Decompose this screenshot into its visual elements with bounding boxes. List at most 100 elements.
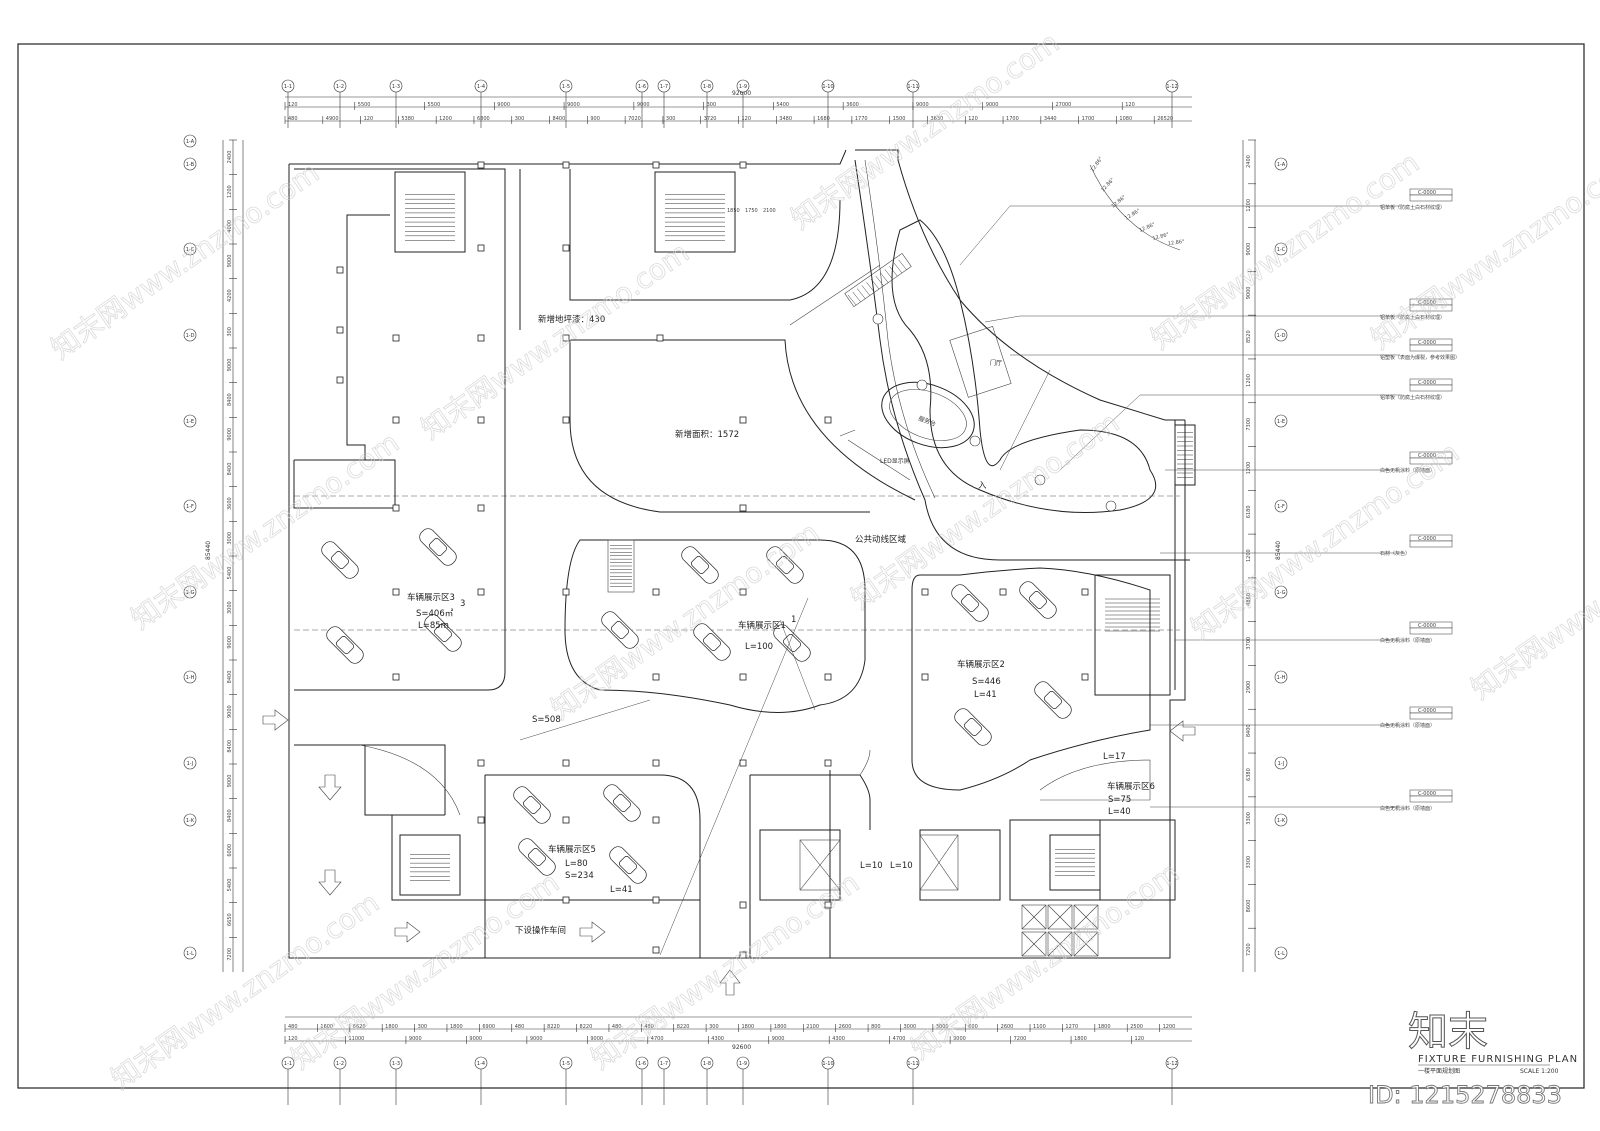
bottom-dim-1-value: 1800 [742,1024,755,1030]
finish-tag-box [1409,627,1453,635]
car-cabin [702,632,722,652]
left-dim-value: 5400 [227,879,233,892]
right-dim-value: 1200 [1246,374,1252,387]
top-dim-2-value: 3720 [704,116,717,122]
column [477,334,485,342]
finish-tag-code: C-0000 [1418,380,1436,386]
label-reception: 服务台 [917,414,937,428]
car [693,623,731,661]
shaft-cross [1047,931,1073,957]
grid-right-bubble [1274,414,1288,428]
bottom-dim-1-value: 6900 [482,1024,495,1030]
grid-right-bubble [1274,328,1288,342]
car [773,624,811,662]
finish-tag-box [1409,384,1453,392]
escalator-step [880,272,889,283]
car [513,786,551,824]
right-dim-value: 8600 [1246,900,1252,913]
grid-bottom-label: 1-3 [392,1061,400,1067]
subtitle-cn: 一楼平面规划图 [1418,1067,1460,1075]
grid-left-bubble [183,946,197,960]
bottom-dim-2-value: 4700 [651,1036,664,1042]
bottom-dim-1-value: 2600 [1001,1024,1014,1030]
grid-top-bubble [635,79,649,93]
zone5-length: L=80 [565,859,588,869]
column [652,673,660,681]
escalator-step [861,285,870,296]
top-dim-2-value: 1700 [1006,116,1019,122]
column [739,759,747,767]
bottom-dim-1-value: 480 [515,1024,525,1030]
car [326,626,364,664]
finish-tag-code: C-0000 [1418,536,1436,542]
right-dim-value: 4860 [1246,593,1252,606]
escalator-step [866,282,875,293]
column [392,334,400,342]
grid-bottom-bubble [736,1056,750,1070]
shaft-cross [1073,931,1099,957]
watermark-text: 知末网www.znzmo.com [285,866,565,1076]
finish-tag-box [1409,457,1453,465]
grid-bottom-bubble [281,1056,295,1070]
escalator-step [857,288,866,299]
column [562,896,570,904]
grid-right-label: 1-J [1278,761,1285,767]
column [336,376,344,384]
top-dim-1-value: 5500 [428,102,441,108]
grid-bottom-bubble [389,1056,403,1070]
arc-dim-label: 12.86° [1100,177,1116,194]
finish-tag-code: C-0000 [1418,708,1436,714]
car-cabin [775,555,795,575]
column [739,588,747,596]
left-dim-value: 9000 [227,775,233,788]
escalator-step [898,259,907,270]
top-dim-1-value: 9000 [986,102,999,108]
aisle-length-a: L=10 [860,861,883,871]
car-cabin [428,537,448,557]
bottom-dim-2-value: 4700 [893,1036,906,1042]
zone2-boundary [911,567,1151,791]
escalator-step [875,275,884,286]
column [824,901,832,909]
left-dim-value: 5400 [227,567,233,580]
left-dim-value: 4000 [227,220,233,233]
top-dim-2-value: 8400 [553,116,566,122]
grid-bottom-bubble [635,1056,649,1070]
zone2-length: L=41 [974,690,997,700]
top-dim-2-value: 1080 [1119,116,1132,122]
escalator-step [847,294,857,306]
top-dim-1-value: 300 [707,102,717,108]
top-dim-2-value: 120 [968,116,978,122]
left-dim-value: 1200 [227,185,233,198]
finish-tag-box [1409,540,1453,548]
column [477,816,485,824]
car-cabin [612,793,632,813]
column [562,416,570,424]
car [518,838,556,876]
stair-cores [394,171,1196,896]
top-dim-1-value: 9000 [567,102,580,108]
bottom-dim-2-value: 9000 [590,1036,603,1042]
bottom-dim-1-value: 6620 [353,1024,366,1030]
column [392,673,400,681]
car-cabin [330,550,350,570]
left-dim-value: 8400 [227,463,233,476]
grid-top-label: 1-12 [1166,84,1177,90]
finish-tag-code: C-0000 [1418,190,1436,196]
column [652,896,660,904]
grid-top-label: 1-7 [660,84,668,90]
shaft-cross [1021,931,1047,957]
left-dim-value: 9000 [227,255,233,268]
bottom-dim-2-value: 9000 [409,1036,422,1042]
zone3-length: L=85m [418,621,449,631]
grid-right-bubble [1274,585,1288,599]
grid-bottom-bubble [333,1056,347,1070]
label-public-circulation: 公共动线区域 [855,534,907,545]
shaft-cross [1021,904,1047,930]
grid-left-bubble [183,585,197,599]
leader-lines [519,205,1400,956]
bottom-dim-2-value: 4300 [711,1036,724,1042]
bottom-dim-2-value: 1800 [1074,1036,1087,1042]
watermark-text: 知末网www.znzmo.com [415,236,695,446]
